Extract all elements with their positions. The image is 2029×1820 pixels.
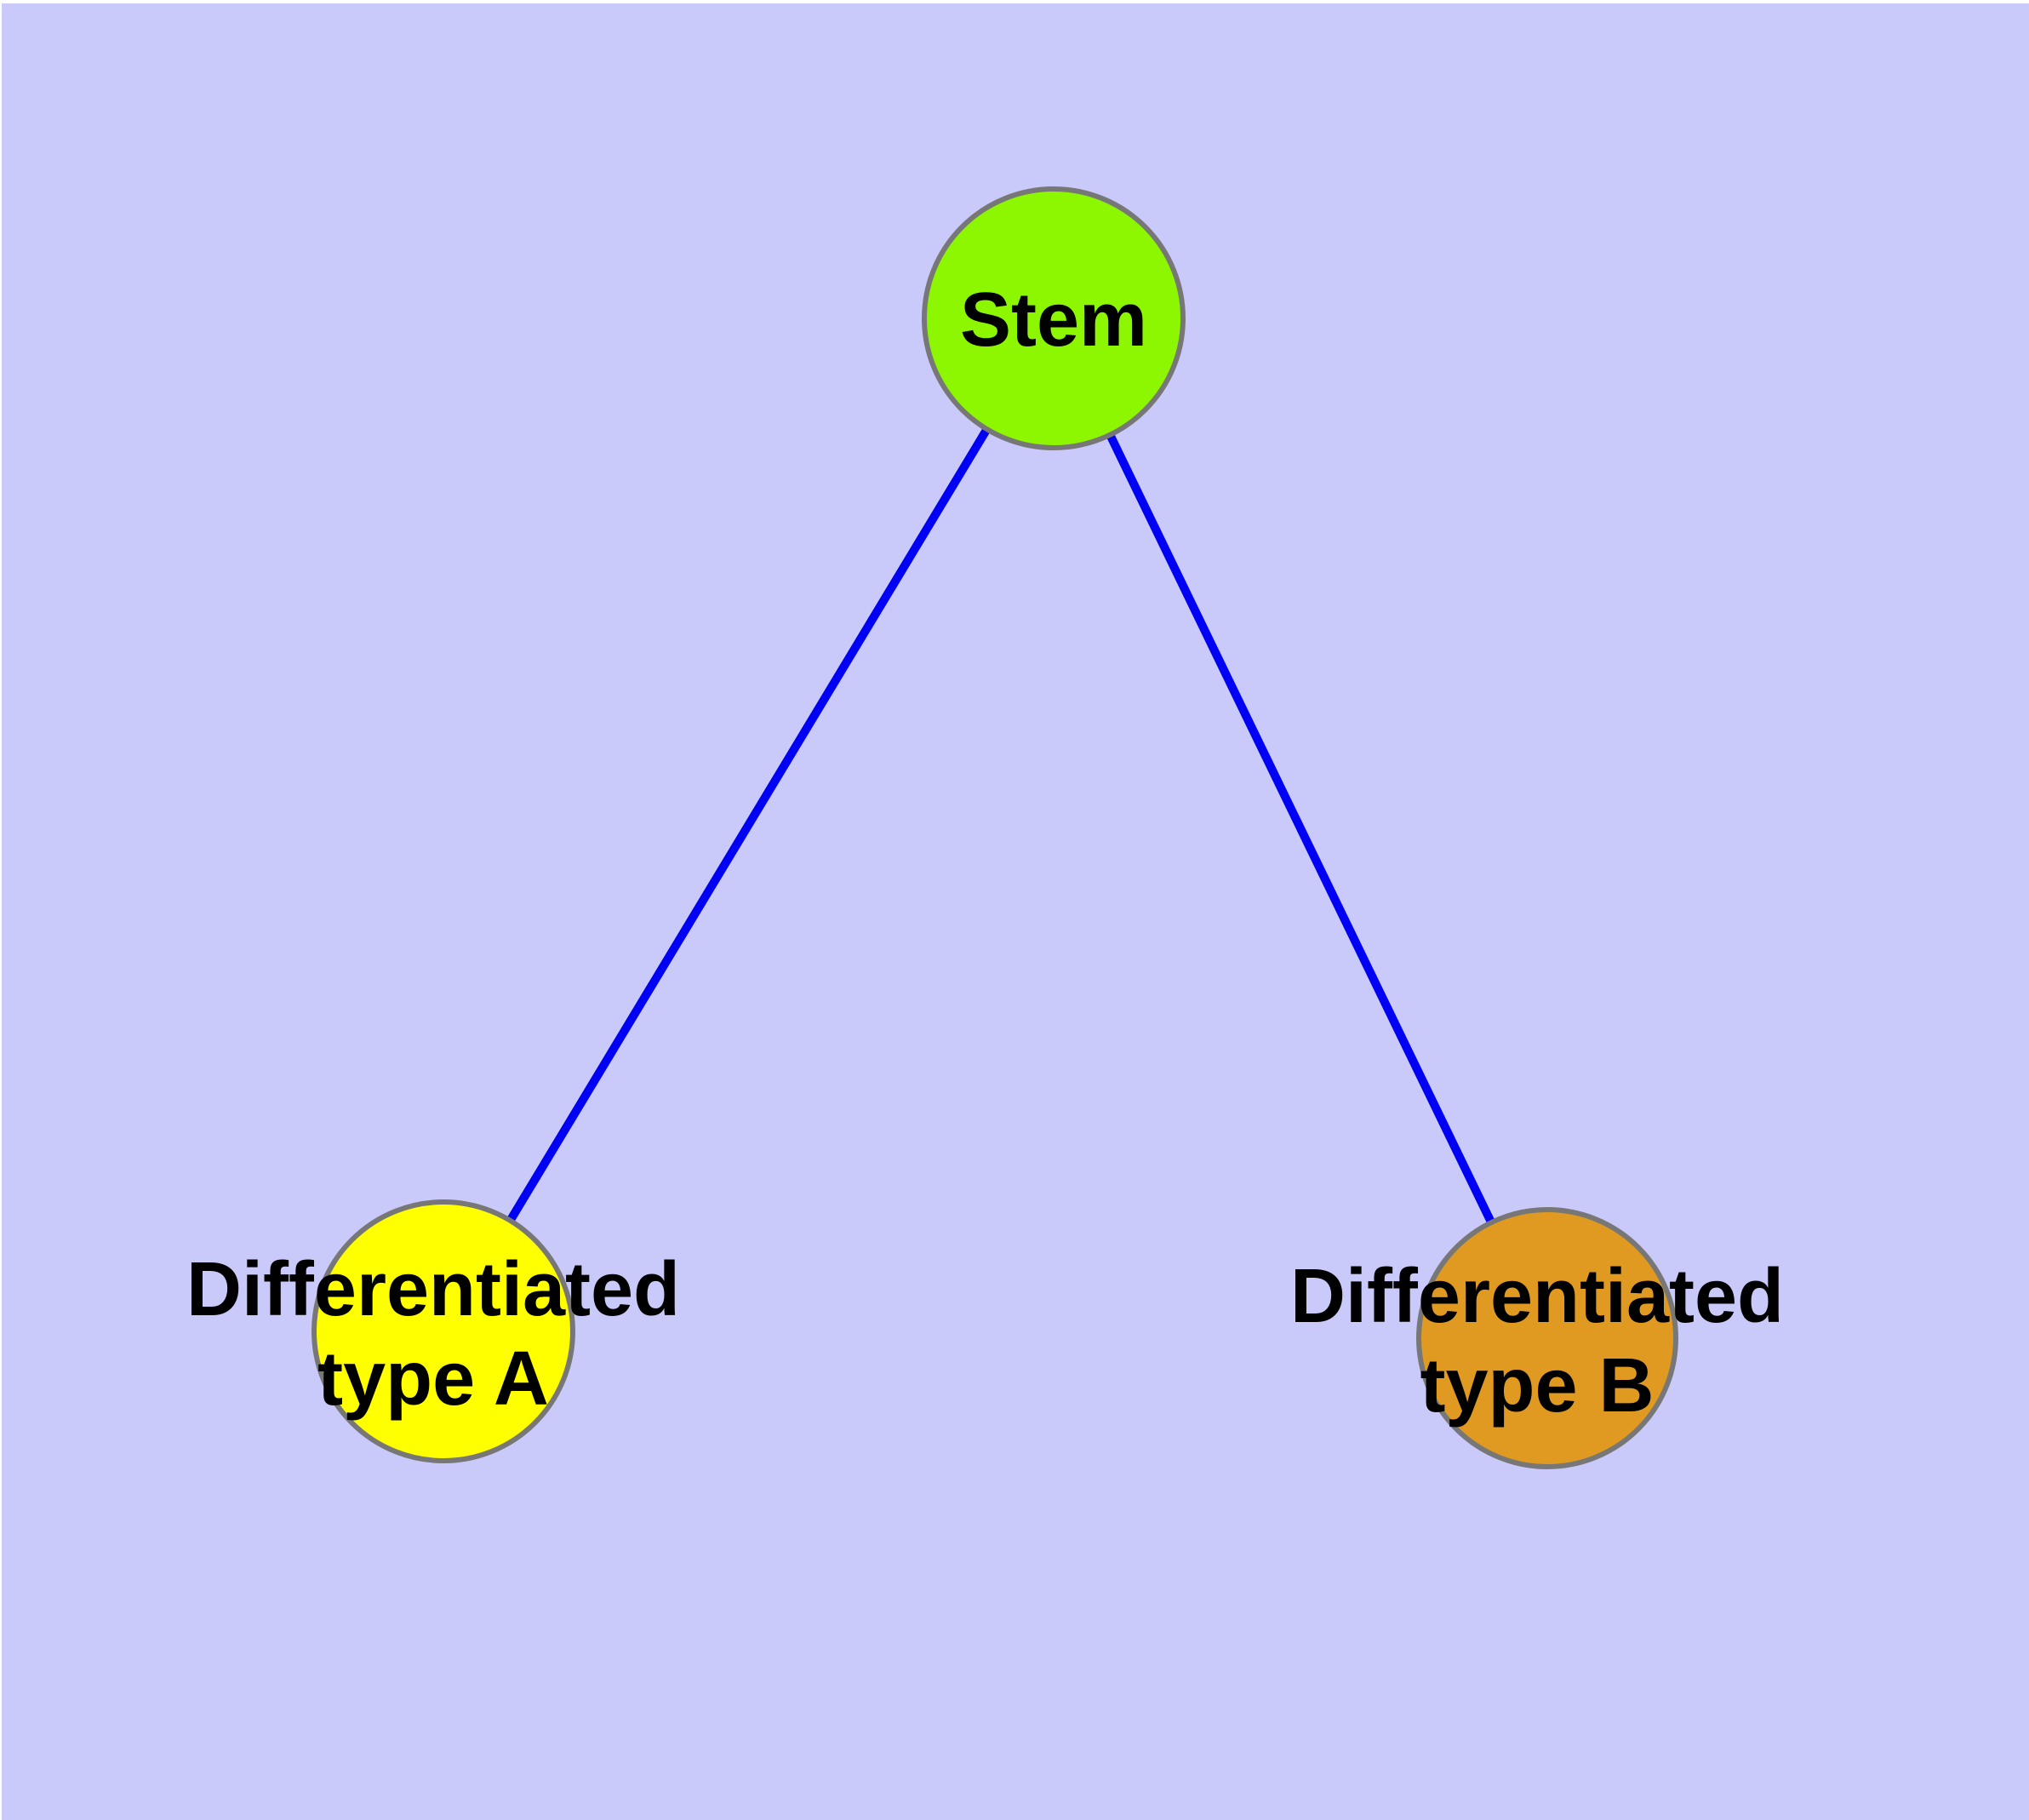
node-differentiated-type-a [311, 1199, 575, 1463]
node-type-a-label-line2: type A [317, 1336, 549, 1422]
edge-layer [439, 316, 1552, 1341]
left-margin-strip [0, 0, 2, 1820]
edge-stem-to-type-b [1049, 316, 1552, 1341]
node-differentiated-type-b [1416, 1207, 1678, 1469]
label-layer: Stem Differentiated type A Differentiate… [186, 278, 1784, 1428]
top-margin-strip [0, 0, 2029, 3]
node-stem-label: Stem [960, 278, 1147, 363]
node-stem [922, 186, 1186, 450]
node-type-a-label-line1: Differentiated [186, 1247, 680, 1332]
node-type-b-label-line1: Differentiated [1290, 1254, 1784, 1339]
edge-stem-to-type-a [439, 316, 1058, 1334]
node-type-b-label-line2: type B [1420, 1343, 1654, 1428]
node-layer [311, 186, 1678, 1469]
